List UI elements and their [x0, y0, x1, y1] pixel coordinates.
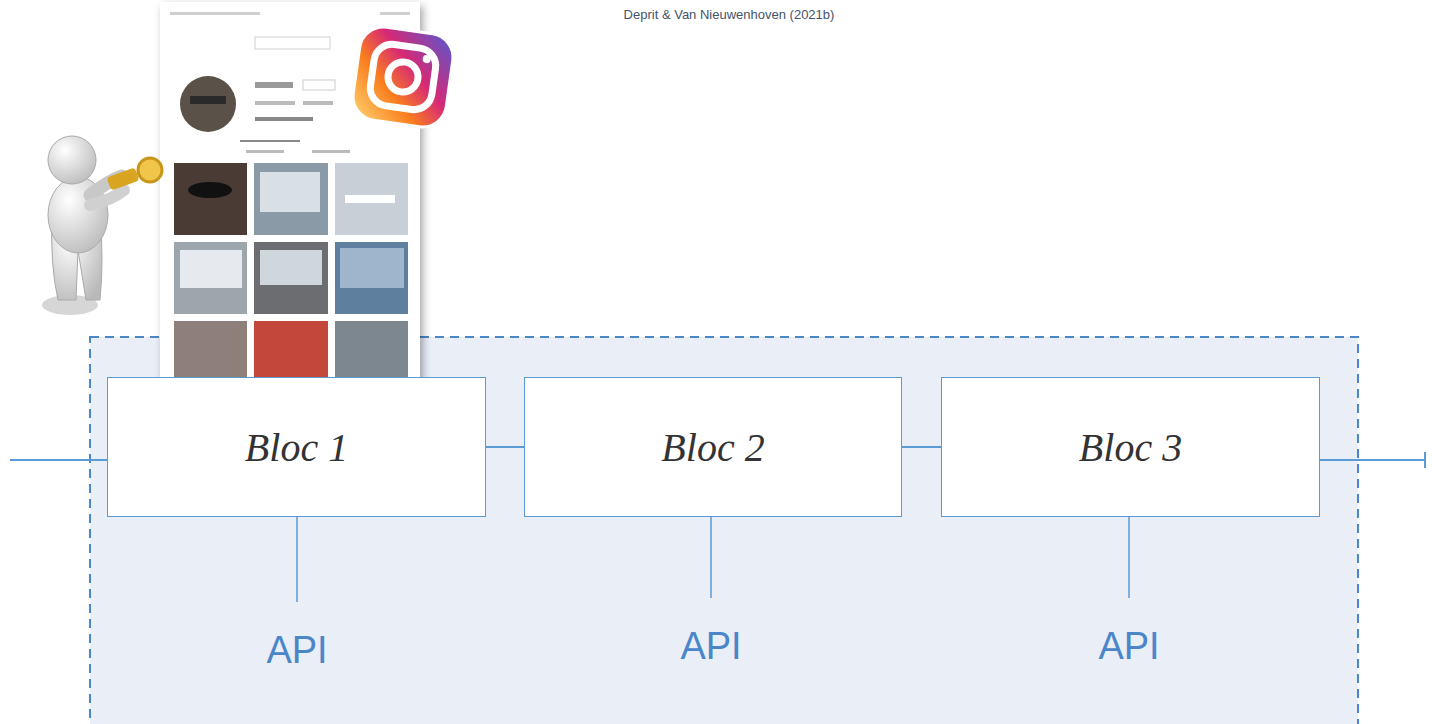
box-title: Bloc 1 [245, 424, 348, 471]
api-label: API [266, 629, 327, 672]
process-box: Bloc 2 [524, 377, 902, 517]
input-line [10, 459, 107, 461]
process-box: Bloc 1 [107, 377, 486, 517]
instagram-icon [350, 24, 456, 130]
connector-line [902, 447, 941, 448]
box-title: Bloc 2 [661, 424, 764, 471]
api-label: API [1098, 625, 1159, 668]
box-title: Bloc 3 [1079, 424, 1182, 471]
output-tick [1424, 452, 1426, 468]
api-label: API [680, 625, 741, 668]
process-box: Bloc 3 [941, 377, 1320, 517]
system-region [90, 337, 1358, 724]
output-line [1320, 459, 1425, 461]
citation-label: Deprit & Van Nieuwenhoven (2021b) [624, 7, 835, 22]
figure-with-magnifier [42, 136, 162, 315]
api-leader [1128, 517, 1130, 598]
api-leader [710, 517, 712, 598]
api-leader [296, 517, 298, 602]
connector-line [486, 447, 524, 448]
